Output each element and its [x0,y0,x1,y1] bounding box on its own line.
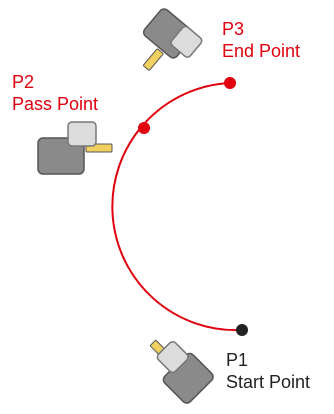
start-point-name: Start Point [226,371,310,393]
start-point-id: P1 [226,349,310,371]
pass-point-marker [138,122,150,134]
start-point-marker [236,324,248,336]
pass-point-name: Pass Point [12,93,98,115]
welding-torch-icon [126,7,203,85]
end-point-marker [224,77,236,89]
end-point-id: P3 [222,18,300,40]
pass-point-id: P2 [12,71,98,93]
pass-point-label: P2 Pass Point [12,71,98,115]
end-point-name: End Point [222,40,300,62]
welding-torch-icon [139,329,215,405]
circular-arc-path [112,83,242,330]
end-point-label: P3 End Point [222,18,300,62]
welding-torch-icon [38,122,112,174]
start-point-label: P1 Start Point [226,349,310,393]
